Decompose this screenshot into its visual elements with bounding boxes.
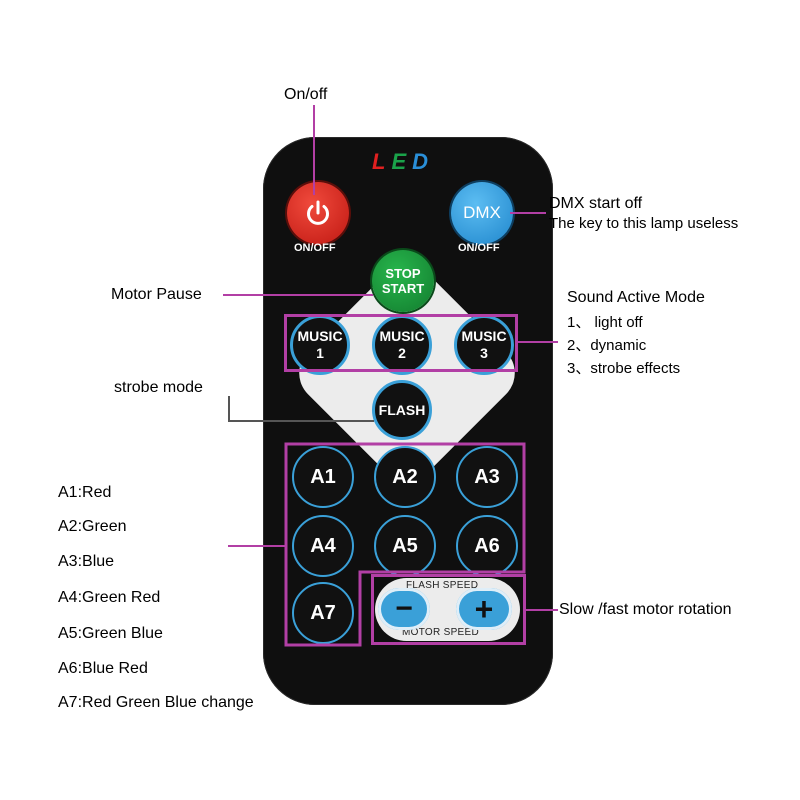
flash-label: FLASH <box>378 401 426 418</box>
color-button-a1[interactable]: A1 <box>292 446 354 508</box>
speed-minus-button[interactable]: − <box>378 588 430 630</box>
legend-a5: A5:Green Blue <box>58 625 163 642</box>
legend-a4: A4:Green Red <box>58 589 161 606</box>
color-leader <box>228 545 286 547</box>
color-button-a7[interactable]: A7 <box>292 582 354 644</box>
color-frame <box>284 442 526 647</box>
color-button-a3[interactable]: A3 <box>456 446 518 508</box>
minus-icon: − <box>395 592 413 625</box>
sound-item-2: 2、dynamic <box>567 337 647 354</box>
music-2-line1: MUSIC <box>379 328 425 344</box>
music-3-line2: 3 <box>480 345 488 361</box>
dmx-button[interactable]: DMX <box>451 182 513 244</box>
logo-letter-d: D <box>412 149 435 174</box>
speed-plus-button[interactable]: + <box>456 588 512 630</box>
dmx-label: DMX <box>463 203 501 222</box>
color-button-a4[interactable]: A4 <box>292 515 354 577</box>
sound-item-3: 3、strobe effects <box>567 360 681 377</box>
sound-annotation-title: Sound Active Mode <box>567 289 705 306</box>
power-button[interactable] <box>287 182 349 244</box>
led-logo: LED <box>372 149 434 175</box>
stop-start-button[interactable]: STOP START <box>372 250 434 312</box>
logo-letter-l: L <box>372 149 392 174</box>
color-button-a6[interactable]: A6 <box>456 515 518 577</box>
music-1-button[interactable]: MUSIC 1 <box>290 315 350 375</box>
power-icon <box>307 200 329 225</box>
dmx-leader <box>510 212 546 214</box>
dmx-annotation-desc: The key to this lamp useless <box>549 215 739 232</box>
strobe-leader-v <box>228 396 230 422</box>
logo-letter-e: E <box>391 149 413 174</box>
speed-annotation: Slow /fast motor rotation <box>559 601 732 618</box>
plus-icon: + <box>474 591 494 627</box>
speed-leader <box>526 609 558 611</box>
color-button-a2[interactable]: A2 <box>374 446 436 508</box>
speed-bottom-label: MOTOR SPEED <box>402 627 480 638</box>
speed-top-label: FLASH SPEED <box>406 580 479 591</box>
dmx-sublabel: ON/OFF <box>458 242 500 254</box>
strobe-annotation: strobe mode <box>114 379 203 396</box>
dmx-annotation-title: DMX start off <box>549 195 643 212</box>
legend-a3: A3:Blue <box>58 553 115 570</box>
power-sublabel: ON/OFF <box>294 242 336 254</box>
legend-a1: A1:Red <box>58 484 112 501</box>
on-off-leader <box>313 105 315 195</box>
music-1-line1: MUSIC <box>297 328 343 344</box>
music-2-button[interactable]: MUSIC 2 <box>372 315 432 375</box>
music-1-line2: 1 <box>316 345 324 361</box>
legend-a2: A2:Green <box>58 518 127 535</box>
start-label: START <box>381 281 425 296</box>
flash-button[interactable]: FLASH <box>372 380 432 440</box>
speed-frame <box>371 574 526 645</box>
legend-a7: A7:Red Green Blue change <box>58 694 254 711</box>
strobe-leader-h <box>228 420 374 422</box>
motor-pause-leader <box>223 294 373 296</box>
stop-label: STOP <box>385 266 421 281</box>
sound-leader <box>518 341 558 343</box>
music-2-line2: 2 <box>398 345 406 361</box>
music-3-line1: MUSIC <box>461 328 507 344</box>
on-off-annotation: On/off <box>284 86 328 103</box>
sound-item-1: 1、 light off <box>567 314 643 331</box>
music-frame <box>284 314 518 372</box>
color-button-a5[interactable]: A5 <box>374 515 436 577</box>
motor-pause-annotation: Motor Pause <box>111 286 202 303</box>
legend-a6: A6:Blue Red <box>58 660 148 677</box>
